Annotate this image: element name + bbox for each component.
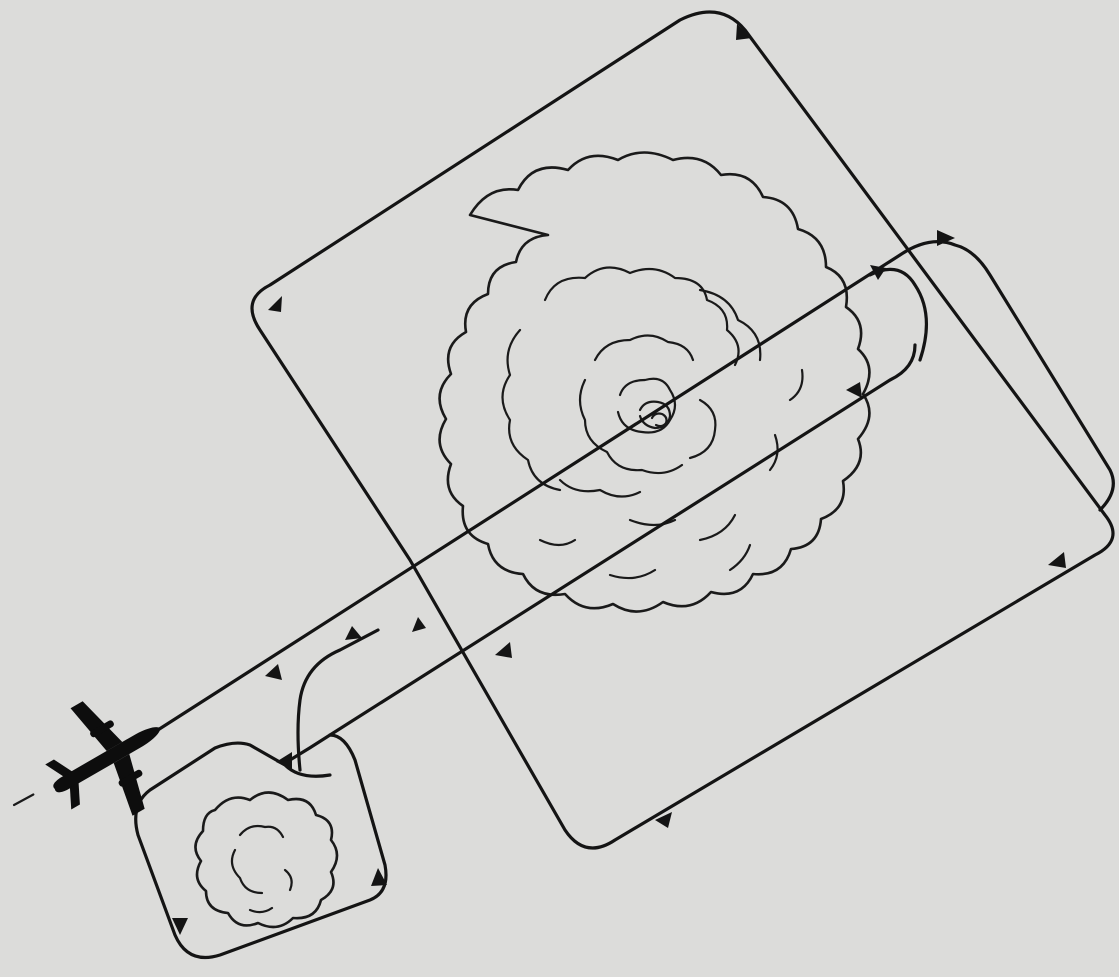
arrow-icon [412, 617, 426, 632]
outer-circuit-path [252, 12, 1113, 848]
arrow-icon [345, 626, 362, 640]
arrow-icon [265, 664, 282, 680]
return-leg-path [290, 345, 915, 760]
large-storm-cloud [440, 153, 870, 612]
arrow-icon [1048, 552, 1066, 568]
arrow-icon [846, 382, 862, 398]
flight-paths [14, 12, 1113, 958]
approach-dash [14, 792, 38, 805]
arrow-icon [276, 752, 292, 770]
small-storm-cloud [195, 793, 337, 928]
arrow-icon [736, 24, 752, 40]
inner-return-path [870, 269, 926, 360]
aircraft-icon [24, 674, 192, 843]
arrow-icon [495, 642, 512, 658]
arrow-icon [268, 296, 282, 312]
right-racetrack-path [150, 242, 1113, 735]
